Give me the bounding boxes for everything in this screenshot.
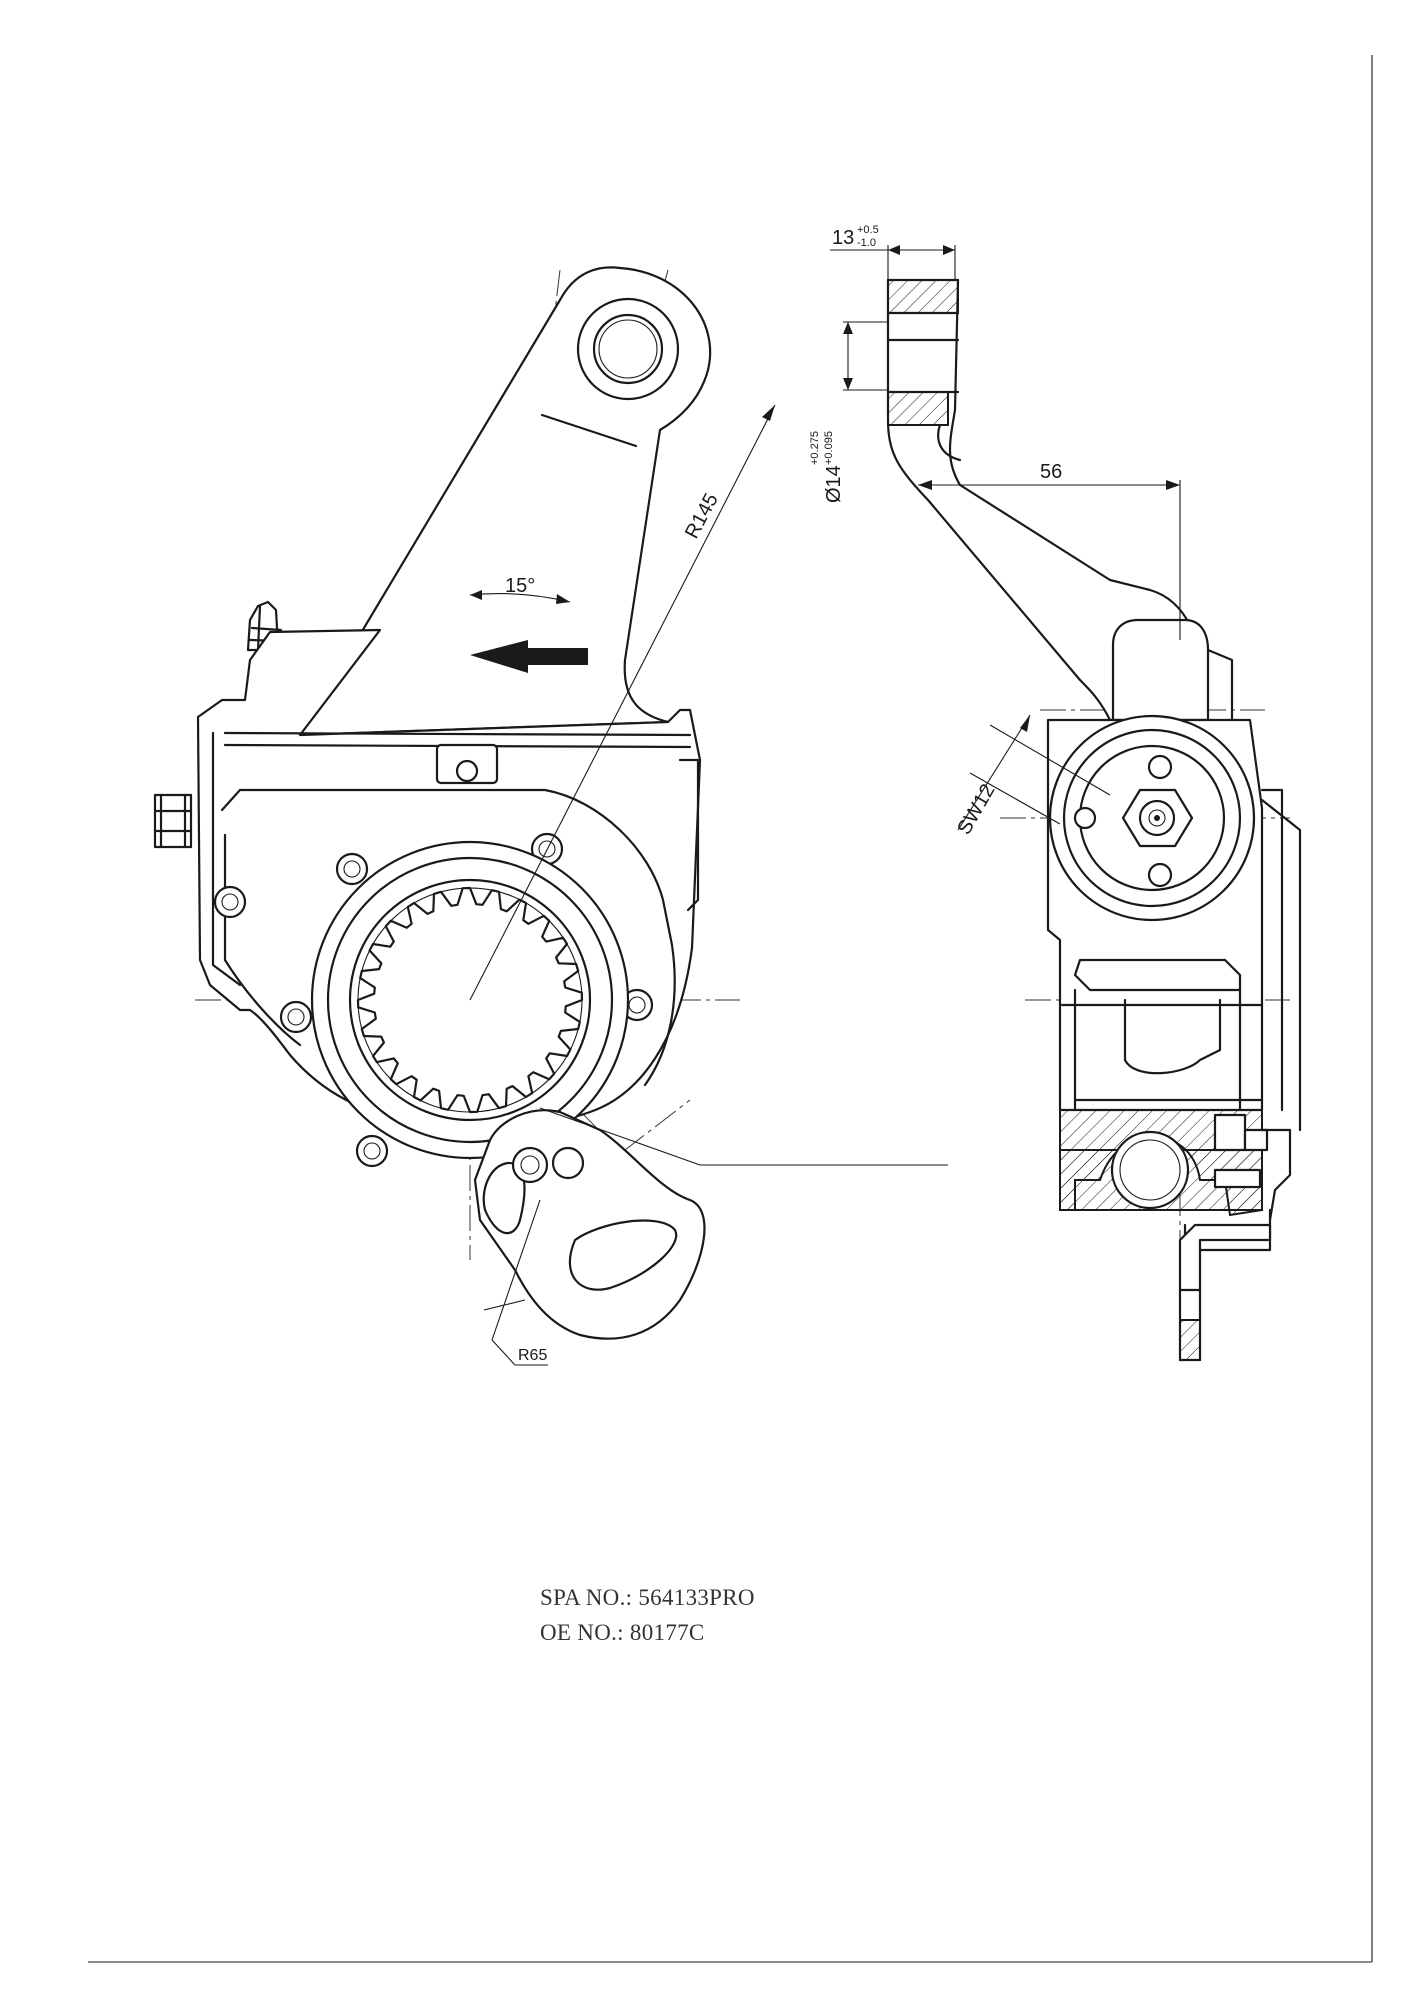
screw-4: [279, 1000, 313, 1034]
dim-56-label: 56: [1040, 461, 1062, 483]
screw-1: [213, 885, 247, 919]
dim-diameter-14: Ø14 +0.275 +0.095: [809, 321, 888, 503]
dim-d14-label: Ø14: [823, 465, 845, 503]
side-section: [1059, 1109, 1292, 1252]
housing-screws: [213, 832, 654, 1168]
oe-number: OE NO.: 80177C: [540, 1620, 705, 1645]
dim-r65-label: R65: [518, 1347, 547, 1364]
dim-angle-label: 15°: [505, 575, 535, 597]
dim-r145-label: R145: [681, 490, 723, 543]
clevis-plate: [473, 1109, 706, 1340]
side-body: [1046, 714, 1302, 1132]
front-view: R145 15° R65: [153, 266, 948, 1366]
dim-r65: R65: [483, 1199, 548, 1366]
spa-number: SPA NO.: 564133PRO: [540, 1585, 755, 1610]
dim-13-label: 13: [832, 227, 854, 249]
side-bracket: [1178, 1223, 1272, 1362]
section-leader: [539, 1107, 701, 1166]
dim-13-tol-lower: -1.0: [857, 237, 876, 249]
dim-d14-tol-lower: +0.095: [823, 431, 835, 465]
dim-sw12-label: SW12: [953, 780, 999, 838]
screw-2: [335, 852, 369, 886]
page-frame: [88, 55, 1373, 1963]
dim-d14-tol-upper: +0.275: [809, 431, 821, 465]
side-boss: [1111, 618, 1234, 722]
side-view: 56 SW12 13 +0.5 -1.0 Ø14: [809, 224, 1302, 1362]
dim-angle: 15°: [469, 575, 571, 604]
direction-arrow: [470, 640, 588, 673]
dim-13-tol-upper: +0.5: [857, 224, 879, 236]
dim-13: 13 +0.5 -1.0: [830, 224, 956, 280]
screw-6: [355, 1134, 389, 1168]
dim-56: 56: [918, 461, 1181, 640]
adjusting-bolt-head: [153, 793, 193, 849]
